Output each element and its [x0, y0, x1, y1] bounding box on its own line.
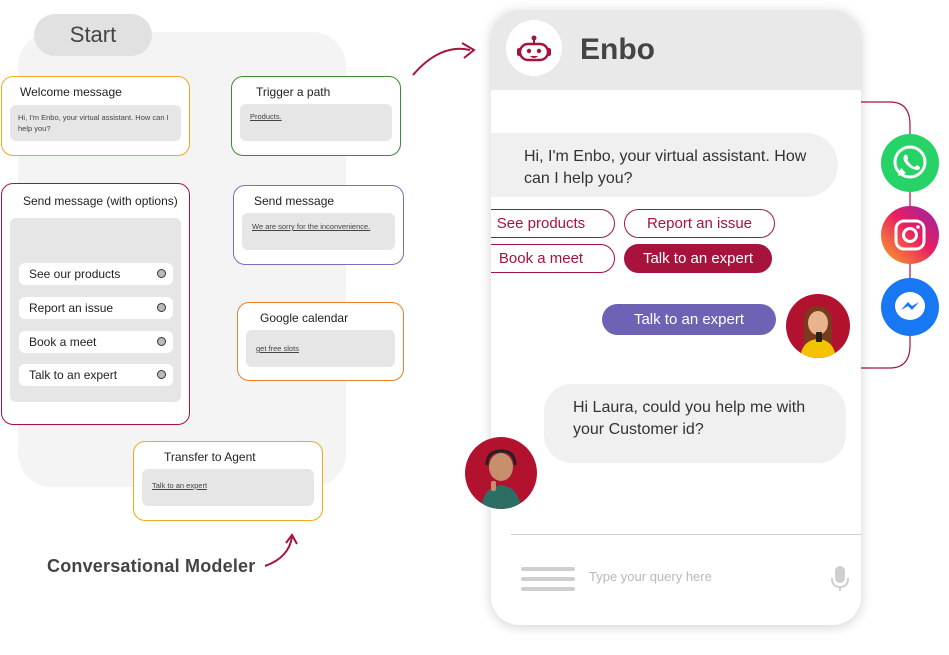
- agent-avatar: [465, 437, 537, 509]
- connector-dot[interactable]: [157, 337, 166, 346]
- whatsapp-icon[interactable]: [881, 134, 939, 192]
- transfer-agent-node[interactable]: Transfer to Agent Talk to an expert: [133, 441, 323, 521]
- calendar-link[interactable]: get free slots: [246, 330, 395, 361]
- welcome-message-node[interactable]: Welcome message Hi, I'm Enbo, your virtu…: [1, 76, 190, 156]
- chip-talk-to-an-expert[interactable]: Talk to an expert: [624, 244, 772, 273]
- agent-message-text: Hi Laura, could you help me with your Cu…: [573, 399, 805, 438]
- google-calendar-node[interactable]: Google calendar get free slots: [237, 302, 404, 381]
- trigger-link[interactable]: Products.: [240, 104, 392, 129]
- bot-avatar: [506, 20, 562, 76]
- node-title: Transfer to Agent: [164, 450, 256, 464]
- node-content: Talk to an expert: [142, 469, 314, 506]
- user-reply-bubble: Talk to an expert: [602, 304, 776, 335]
- query-input[interactable]: Type your query here: [589, 569, 712, 584]
- option-see-our-products[interactable]: See our products: [19, 263, 173, 285]
- messenger-icon[interactable]: [881, 278, 939, 336]
- connector-dot[interactable]: [157, 303, 166, 312]
- node-title: Welcome message: [20, 85, 122, 99]
- node-content: We are sorry for the inconvenience.: [242, 213, 395, 250]
- menu-icon[interactable]: [521, 566, 575, 597]
- node-content: Hi, I'm Enbo, your virtual assistant. Ho…: [10, 105, 181, 141]
- option-label: Book a meet: [29, 335, 96, 349]
- node-content: get free slots: [246, 330, 395, 367]
- option-report-an-issue[interactable]: Report an issue: [19, 297, 173, 319]
- node-title: Google calendar: [260, 311, 348, 325]
- chip-see-products[interactable]: See products: [491, 209, 615, 238]
- user-avatar: [786, 294, 850, 358]
- node-content: Products.: [240, 104, 392, 141]
- option-label: Talk to an expert: [29, 368, 117, 382]
- agent-message-bubble: Hi Laura, could you help me with your Cu…: [544, 384, 846, 463]
- bot-message-text: Hi, I'm Enbo, your virtual assistant. Ho…: [524, 148, 806, 187]
- chip-report-an-issue[interactable]: Report an issue: [624, 209, 775, 238]
- connector-dot[interactable]: [157, 269, 166, 278]
- connector-dot[interactable]: [157, 370, 166, 379]
- node-title: Send message (with options): [23, 194, 178, 208]
- input-divider: [511, 534, 861, 535]
- option-label: See our products: [29, 267, 120, 281]
- send-options-node[interactable]: Send message (with options) See our prod…: [1, 183, 190, 425]
- option-label: Report an issue: [29, 301, 113, 315]
- node-title: Send message: [254, 194, 334, 208]
- instagram-icon[interactable]: [881, 206, 939, 264]
- chat-title: Enbo: [580, 33, 655, 67]
- modeler-caption: Conversational Modeler: [47, 556, 255, 577]
- option-book-a-meet[interactable]: Book a meet: [19, 331, 173, 353]
- transfer-link[interactable]: Talk to an expert: [142, 469, 314, 498]
- chat-header: Enbo: [491, 10, 861, 90]
- robot-icon: [506, 20, 562, 76]
- send-message-node[interactable]: Send message We are sorry for the inconv…: [233, 185, 404, 265]
- send-message-link[interactable]: We are sorry for the inconvenience.: [242, 213, 395, 239]
- node-title: Trigger a path: [256, 85, 330, 99]
- option-talk-to-an-expert[interactable]: Talk to an expert: [19, 364, 173, 386]
- microphone-icon[interactable]: [831, 566, 849, 597]
- chip-book-a-meet[interactable]: Book a meet: [491, 244, 615, 273]
- welcome-text: Hi, I'm Enbo, your virtual assistant. Ho…: [10, 105, 181, 141]
- trigger-path-node[interactable]: Trigger a path Products.: [231, 76, 401, 156]
- bot-message-bubble: Hi, I'm Enbo, your virtual assistant. Ho…: [491, 133, 838, 197]
- start-node[interactable]: Start: [34, 14, 152, 56]
